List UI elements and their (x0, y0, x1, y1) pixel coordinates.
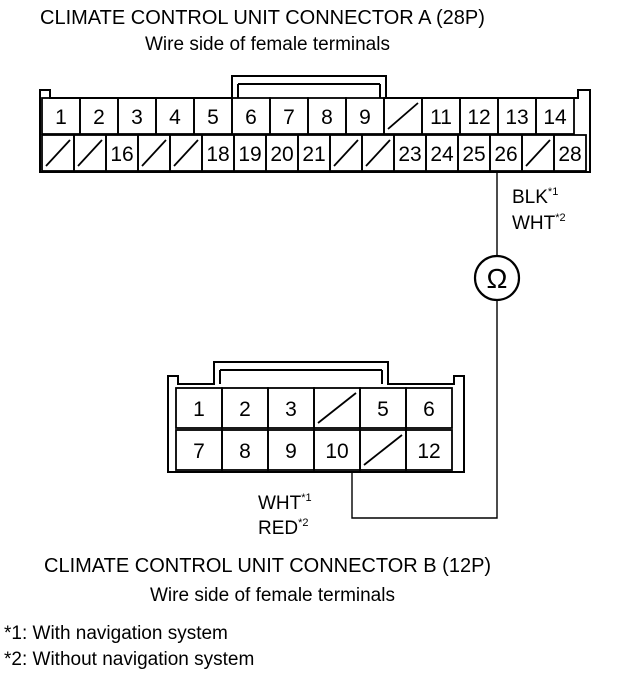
wire-a-label-2: WHT*2 (512, 212, 566, 234)
connector-a-row2-cell (553, 134, 587, 172)
connector-b-row2-pin-label: 9 (285, 440, 297, 463)
ohmmeter-symbol: Ω (487, 263, 508, 294)
connector-a-row2-pin-label: 21 (302, 143, 325, 166)
connector-b-row1-pin-label: 3 (285, 398, 297, 421)
connector-a-row2-pin-label: 16 (110, 143, 133, 166)
connector-a-row1-pin-label: 3 (131, 106, 143, 129)
connector-a-row2-pin-label: 23 (398, 143, 421, 166)
connector-a-row2-pin-label: 24 (430, 143, 454, 166)
connector-a-row1-pin-label: 13 (505, 106, 528, 129)
connector-a-row1-pin-label: 9 (359, 106, 371, 129)
connector-a-row2-empty-slot (365, 139, 391, 167)
connector-a-row2-pin-label: 28 (558, 143, 581, 166)
connector-a-row1-pin-label: 2 (93, 106, 105, 129)
connector-a-row2-empty-slot (173, 139, 199, 167)
connector-b-row2-pin-label: 12 (417, 440, 440, 463)
connector-b-row1-cell (405, 387, 453, 429)
note-2: *2: Without navigation system (4, 649, 254, 670)
connector-b-row1-pin-label: 1 (193, 398, 205, 421)
connector-b-row2-empty-slot (363, 434, 403, 466)
connector-a-row1-pin-label: 7 (283, 106, 295, 129)
connector-a-row1-pin-label: 11 (430, 106, 452, 129)
connector-a-row2-empty-slot (45, 139, 71, 167)
connector-a-row1-pin-label: 1 (55, 106, 67, 129)
connector-a-row1-pin-label: 5 (207, 106, 219, 129)
connector-a-row2-empty-slot (525, 139, 551, 167)
connector-b-row1-pin-label: 2 (239, 398, 251, 421)
connector-b-row2-pin-label: 7 (193, 440, 205, 463)
connector-b-housing (167, 361, 465, 473)
connector-a-row2-pin-label: 25 (462, 143, 485, 166)
connector-b-row2-pin-label: 8 (239, 440, 251, 463)
connector-a-row2-pin-label: 19 (238, 143, 261, 166)
connector-b-subtitle: Wire side of female terminals (150, 585, 395, 606)
connector-a-row1-pin-label: 8 (321, 106, 333, 129)
connector-a-row1-pin-label: 4 (169, 106, 181, 129)
connector-a-subtitle: Wire side of female terminals (145, 34, 390, 55)
connector-a-row2-pin-label: 18 (206, 143, 229, 166)
connector-b-title: CLIMATE CONTROL UNIT CONNECTOR B (12P) (44, 555, 491, 577)
connector-a-row2-pin-label: 20 (270, 143, 293, 166)
connector-b-row2-pin-label: 10 (325, 440, 348, 463)
connector-a-row2-empty-slot (77, 139, 103, 167)
connector-a-row1-pin-label: 6 (245, 106, 257, 129)
connector-a-row2-empty-slot (333, 139, 359, 167)
connector-a-row1-empty-slot (387, 102, 419, 130)
wire-b-label-2: RED*2 (258, 517, 309, 539)
connector-b-row1-pin-label: 5 (377, 398, 389, 421)
note-1: *1: With navigation system (4, 623, 228, 644)
connector-a-row2-pin-label: 26 (494, 143, 517, 166)
connector-a-title: CLIMATE CONTROL UNIT CONNECTOR A (28P) (40, 7, 485, 29)
connector-b-row1-empty-slot (317, 392, 357, 424)
wire-b-label-1: WHT*1 (258, 492, 312, 514)
connector-b-row2-cell (405, 429, 453, 471)
connector-a-row2-empty-slot (141, 139, 167, 167)
wire-b-path (351, 300, 498, 519)
connector-a-housing (39, 75, 591, 173)
connector-a-row1-pin-label: 12 (467, 106, 490, 129)
connector-a-row1-pin-label: 14 (543, 106, 567, 129)
wire-a-label-1: BLK*1 (512, 186, 558, 208)
connector-a-row1-cell (535, 97, 575, 135)
connector-b-row1-pin-label: 6 (423, 398, 435, 421)
